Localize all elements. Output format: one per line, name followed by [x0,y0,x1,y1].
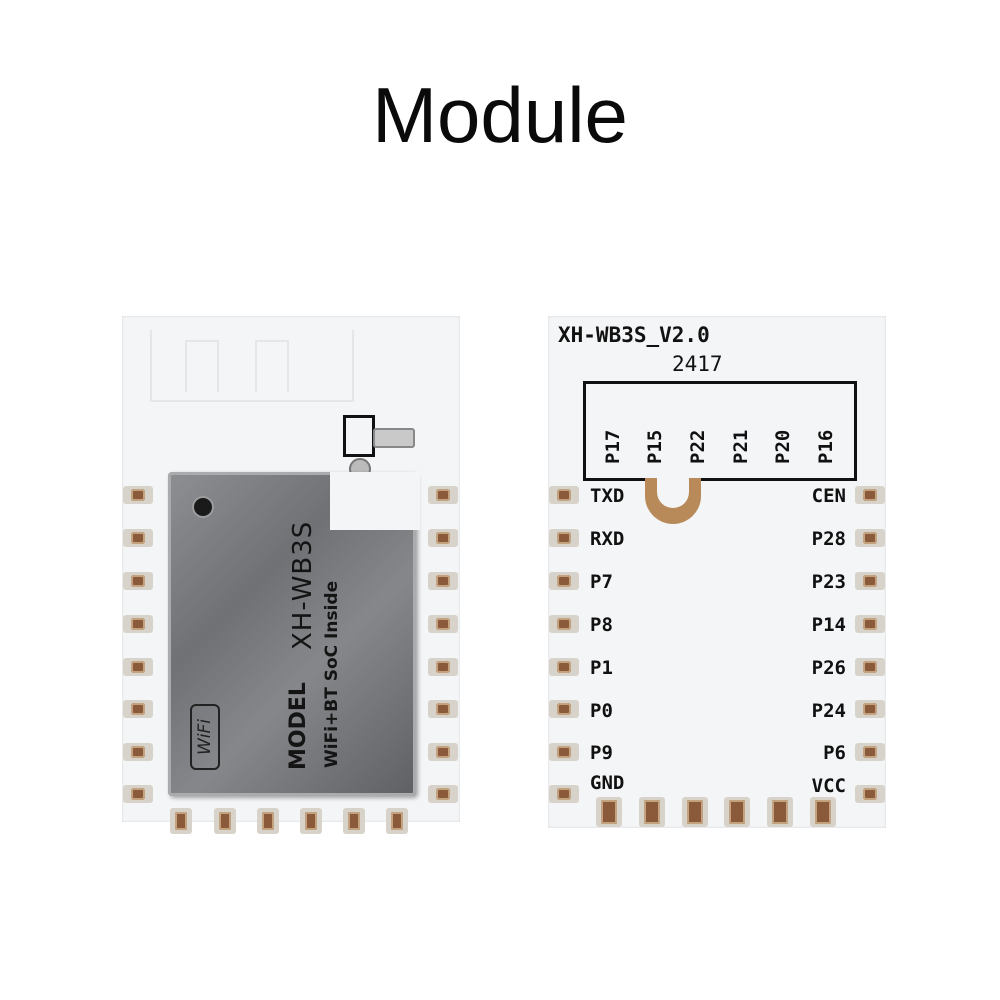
pad [428,785,458,803]
pad [123,700,153,718]
pin-label-top: P15 [644,429,666,464]
pin-label-left: GND [590,772,625,794]
pad [855,615,885,633]
antenna-trace [150,330,354,402]
pad [428,529,458,547]
pin-label-right: P28 [811,528,846,550]
pad [123,486,153,504]
pad [855,486,885,504]
copper-ring [645,478,701,524]
pad [549,700,579,718]
pin-label-right: P26 [811,657,846,679]
pin-label-top: P21 [730,429,752,464]
pin-label-right: P6 [823,742,846,764]
pin-label-left: RXD [590,528,625,550]
pin-label-left: P9 [590,742,613,764]
pad [123,572,153,590]
page-title: Module [372,71,628,159]
soc-subtitle: WiFi+BT SoC Inside [322,580,342,768]
pad [343,808,365,834]
pad [549,529,579,547]
pad [123,785,153,803]
pad [724,797,750,827]
pad [428,743,458,761]
model-label: MODEL [286,682,311,770]
pad [855,700,885,718]
pin-label-top: P17 [602,429,624,464]
pad [549,486,579,504]
pad [549,572,579,590]
pad [123,743,153,761]
pad [428,658,458,676]
antenna-trace-segment [185,340,219,392]
smd-component [343,415,375,457]
pin-label-top: P16 [815,429,837,464]
pad [596,797,622,827]
pad [767,797,793,827]
pad [386,808,408,834]
smd-component [373,428,415,448]
pad [855,529,885,547]
pin-label-left: P0 [590,700,613,722]
pad [428,700,458,718]
antenna-trace-segment [255,340,289,392]
pin-label-left: P7 [590,571,613,593]
pad [810,797,836,827]
pad [855,658,885,676]
pad [214,808,236,834]
pin-label-right: P23 [811,571,846,593]
pin-label-left: P1 [590,657,613,679]
pad [123,529,153,547]
pad [855,743,885,761]
pad [170,808,192,834]
module-back-board [548,316,886,828]
pad [300,808,322,834]
pad [682,797,708,827]
pad [257,808,279,834]
pin-label-box [583,381,857,481]
pin-label-right: CEN [811,485,846,507]
pad [549,615,579,633]
pin-label-right: P24 [811,700,846,722]
pad [855,572,885,590]
pad [428,486,458,504]
pin-label-left: P8 [590,614,613,636]
pin-label-left: TXD [590,485,625,507]
pad [639,797,665,827]
pin-label-top: P20 [772,429,794,464]
pin-label-top: P22 [687,429,709,464]
pad [123,615,153,633]
board-name: XH-WB3S_V2.0 [558,323,710,347]
pad [428,615,458,633]
pad [549,785,579,803]
pad [123,658,153,676]
shield-notch [330,472,420,530]
pad [855,785,885,803]
pin-label-right: P14 [811,614,846,636]
pad [428,572,458,590]
date-code: 2417 [672,352,723,376]
shield-hole [194,498,212,516]
wifi-logo: WiFi [190,704,220,770]
pin-label-right: VCC [811,775,846,797]
pad [549,658,579,676]
pad [549,743,579,761]
model-name: XH-WB3S [288,520,318,650]
